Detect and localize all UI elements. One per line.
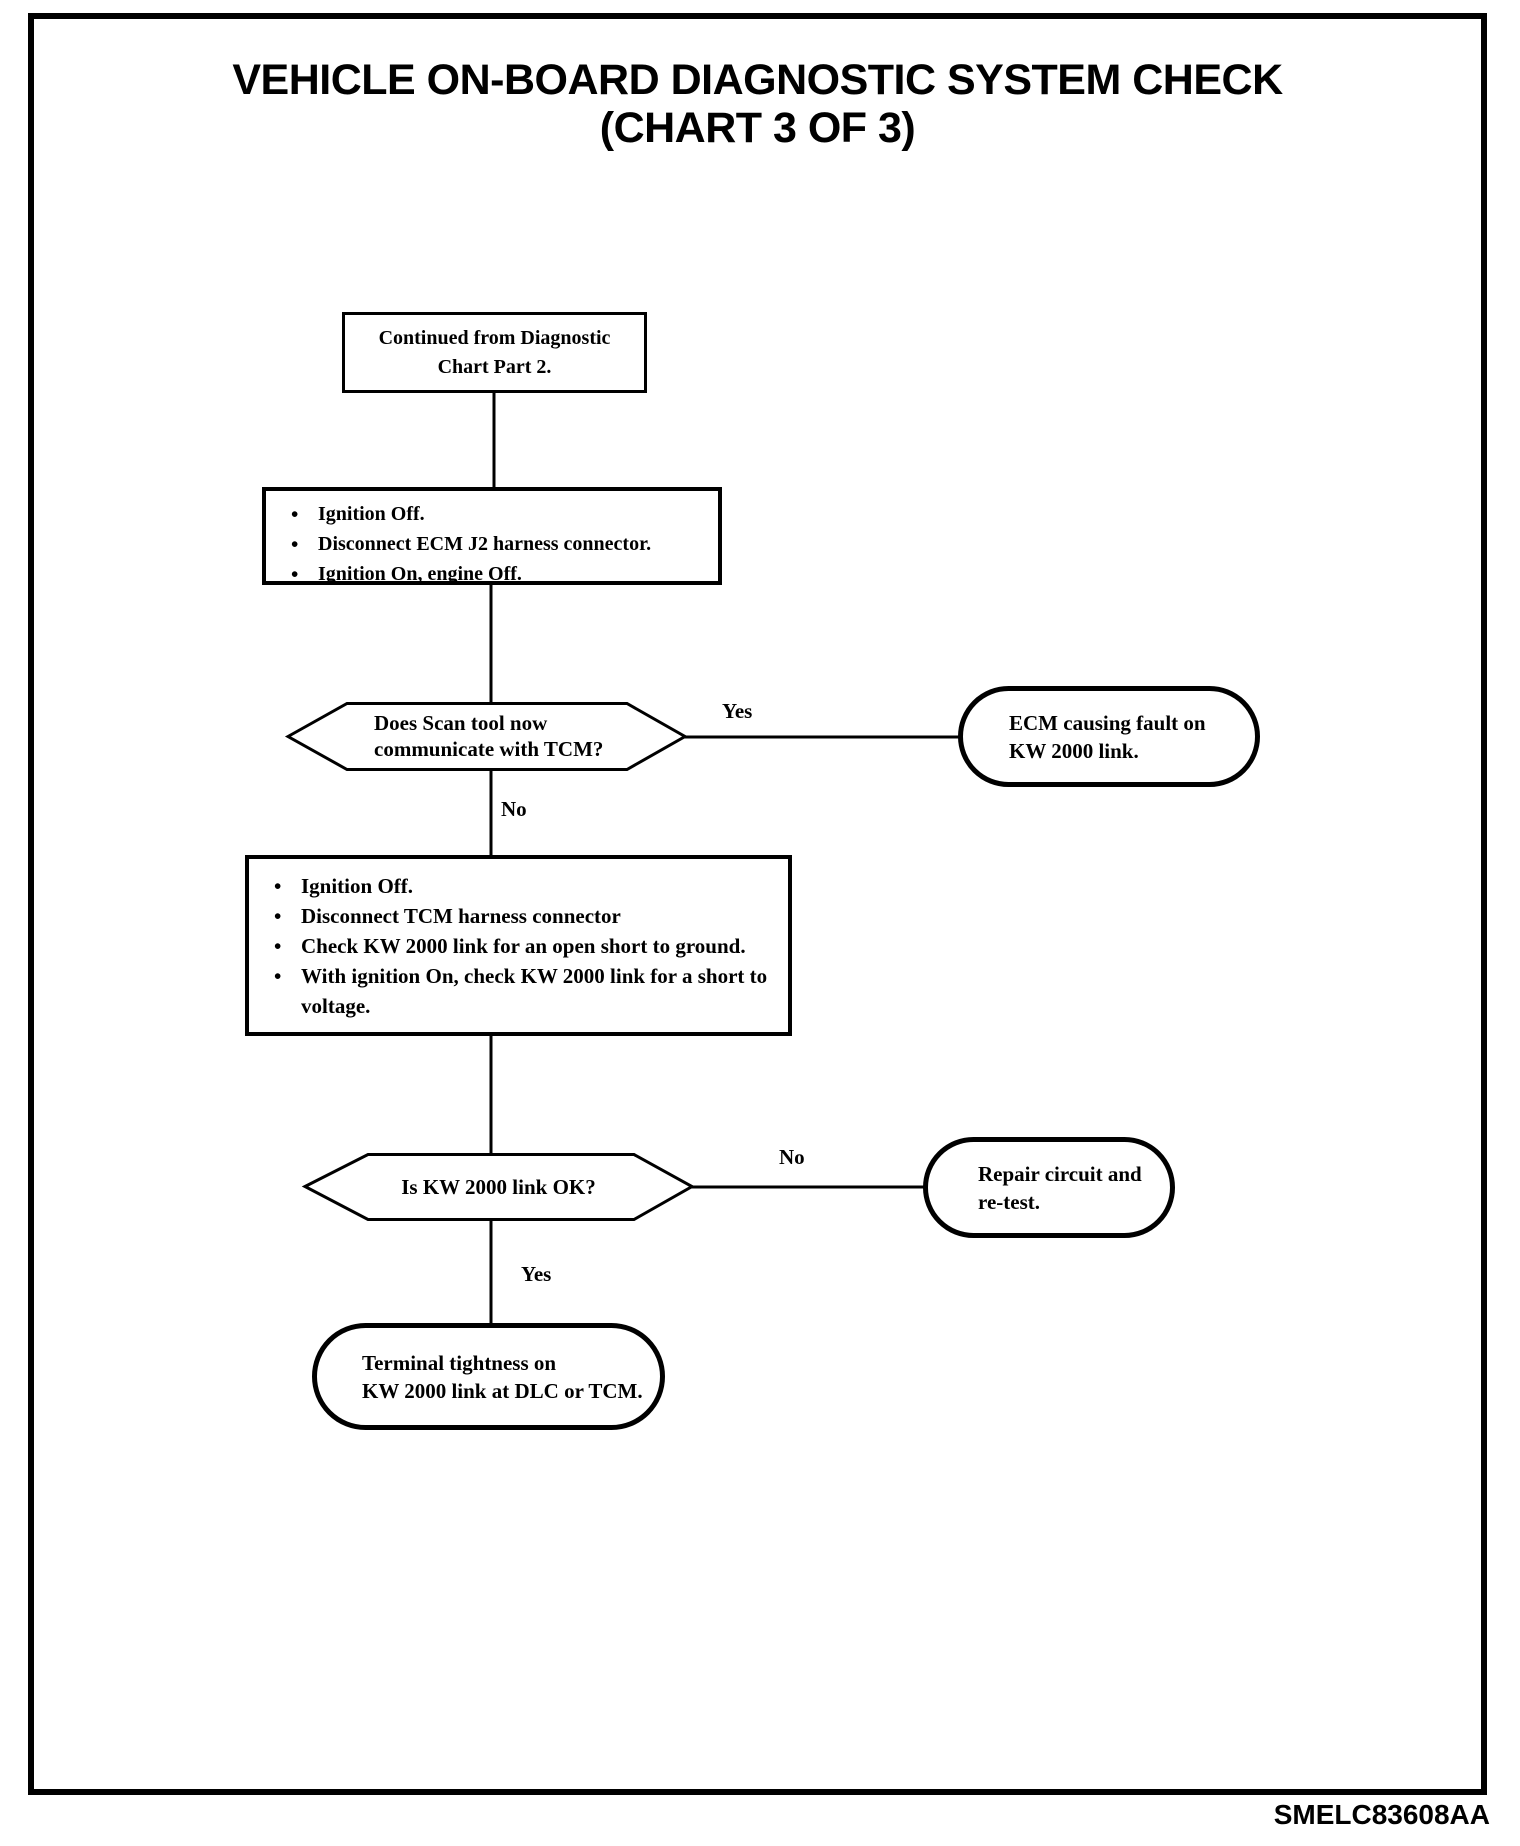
bullet-text: Ignition On, engine Off. [318,563,522,585]
result-line: KW 2000 link. [1009,738,1139,763]
node-result-repair-retest: Repair circuit and re-test. [923,1137,1175,1238]
node-prepare-ecm-check: Ignition Off. Disconnect ECM J2 harness … [262,487,722,585]
result-line: Terminal tightness on [362,1350,557,1375]
bullet-text: Disconnect ECM J2 harness connector. [318,533,652,555]
decision1-hexagon [284,702,689,771]
bullet-text: With ignition On, check KW 2000 link for… [301,964,768,1018]
bullet-item: With ignition On, check KW 2000 link for… [274,961,780,1021]
node-start-line: Continued from Diagnostic [378,326,611,349]
decision-line: Is KW 2000 link OK? [401,1175,596,1199]
edge-label-yes-2: Yes [521,1262,552,1286]
bullet-text: Ignition Off. [301,874,414,898]
result-line: ECM causing fault on [1009,710,1206,735]
result-line: Repair circuit and [978,1161,1142,1186]
bullet-item: Disconnect ECM J2 harness connector. [291,529,710,559]
page-title: VEHICLE ON-BOARD DIAGNOSTIC SYSTEM CHECK… [28,56,1487,152]
node-check-kw2000: Ignition Off. Disconnect TCM harness con… [245,855,792,1036]
bullet-item: Disconnect TCM harness connector [274,901,780,931]
decision-line: communicate with TCM? [374,737,604,761]
node-result-terminal-tightness: Terminal tightness on KW 2000 link at DL… [312,1323,665,1430]
bullet-text: Ignition Off. [318,503,425,525]
bullet-text: Check KW 2000 link for an open short to … [301,934,746,958]
node-decision-kw2000-ok: Is KW 2000 link OK? [305,1154,692,1220]
figure-code: SMELC83608AA [1273,1799,1490,1830]
bullet-item: Ignition On, engine Off. [291,559,710,589]
bullet-text: Disconnect TCM harness connector [301,904,621,928]
bullet-item: Ignition Off. [274,871,780,901]
node-decision-scan-tcm: Does Scan tool now communicate with TCM? [374,702,634,770]
result-line: KW 2000 link at DLC or TCM. [362,1378,643,1403]
edge-label-no-1: No [501,797,527,821]
page-border [28,13,1487,1795]
bullet-item: Check KW 2000 link for an open short to … [274,931,780,961]
node-result-ecm-fault: ECM causing fault on KW 2000 link. [958,686,1260,787]
decision2-hexagon [301,1153,696,1221]
result-line: re-test. [978,1189,1040,1214]
node-start: Continued from Diagnostic Chart Part 2. [342,312,647,393]
title-line-2: (CHART 3 OF 3) [599,104,916,152]
title-line-1: VEHICLE ON-BOARD DIAGNOSTIC SYSTEM CHECK [232,56,1283,104]
decision-line: Does Scan tool now [374,711,548,735]
edge-label-yes-1: Yes [722,699,753,723]
node-start-line: Chart Part 2. [437,355,552,378]
edge-label-no-2: No [779,1145,805,1169]
bullet-item: Ignition Off. [291,499,710,529]
